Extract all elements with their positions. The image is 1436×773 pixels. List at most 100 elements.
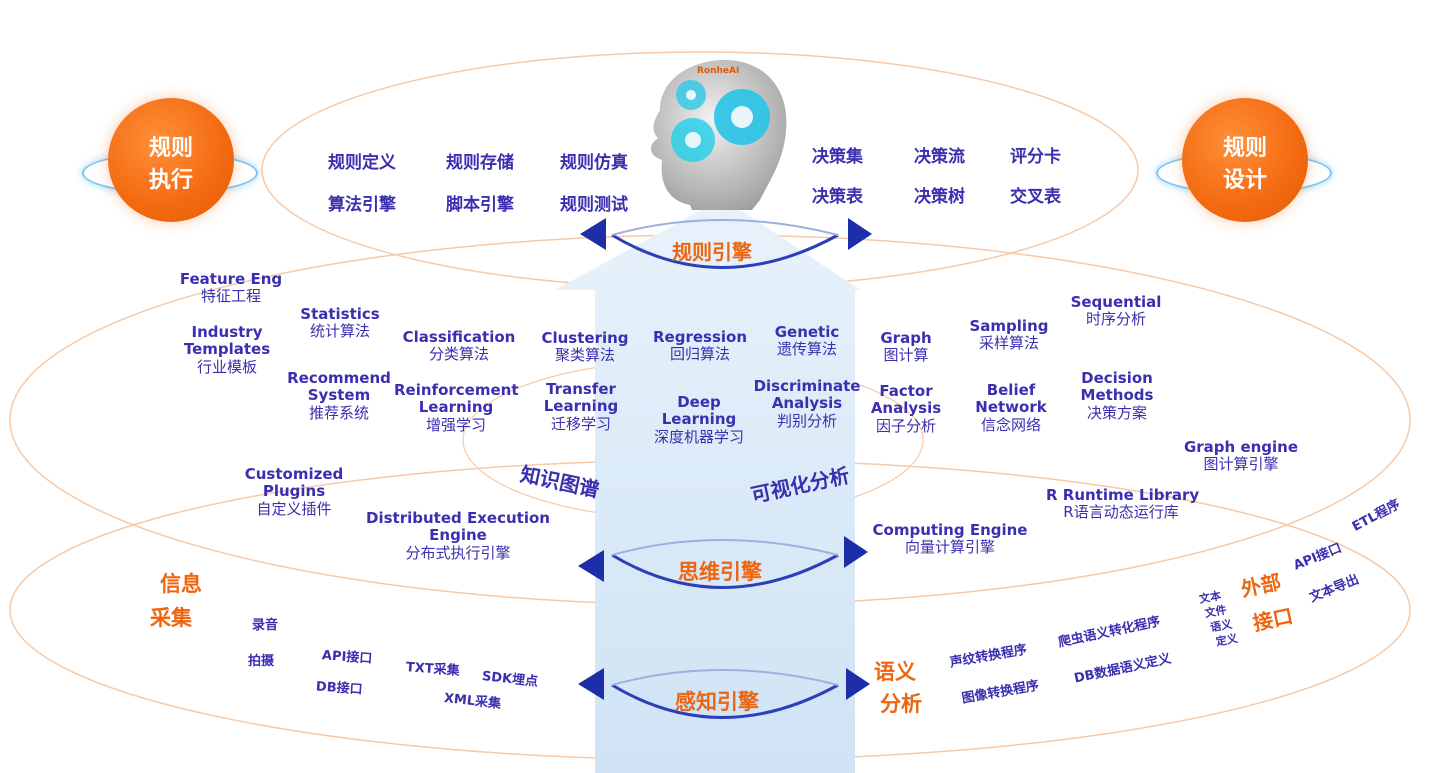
semantic-line2: 分析 [880,692,922,716]
perception-engine-swirl-top [611,669,839,686]
clustering-zh: 聚类算法 [554,346,615,365]
transfer-en2: Learning [543,397,619,416]
graph-en: Graph [880,329,932,347]
rule-design-badge: 规则 设计 [1182,98,1308,222]
decision-set: 决策集 [812,147,863,167]
collect-txt: TXT采集 [405,660,461,679]
rule-testing: 规则测试 [560,195,628,215]
custom-en2: Plugins [262,482,326,501]
collect-shooting: 拍摄 [248,654,275,669]
logo-text: RonheAI [697,66,740,76]
r-runtime-zh: R语言动态运行库 [1063,503,1179,522]
r-runtime-item: R Runtime Library R语言动态运行库 [1046,486,1200,522]
rule-execution-line1: 规则 [148,136,193,161]
factor-zh: 因子分析 [875,416,936,435]
industry-en1: Industry [191,323,263,341]
discriminate-zh: 判别分析 [776,411,837,430]
regression-zh: 回归算法 [669,345,730,364]
rule-simulation: 规则仿真 [560,153,628,173]
sequential-zh: 时序分析 [1085,310,1146,329]
clustering-item: Clustering 聚类算法 [538,329,632,365]
rule-execution-line2: 执行 [148,168,193,193]
reinforcement-en2: Learning [418,398,494,417]
feature-eng-zh: 特征工程 [200,287,261,306]
decision-zh: 决策方案 [1086,403,1147,422]
factor-en2: Analysis [870,399,942,418]
transfer-en1: Transfer [546,380,616,398]
industry-templates-item: Industry Templates 行业模板 [176,323,278,376]
genetic-en: Genetic [774,323,840,341]
discriminate-en1: Discriminate [753,377,861,395]
decision-tree: 决策树 [914,187,965,207]
graph-engine-item: Graph engine 图计算引擎 [1180,438,1302,474]
sampling-en: Sampling [969,317,1049,335]
statistics-zh: 统计算法 [309,322,370,341]
classification-en: Classification [402,328,516,346]
scorecard: 评分卡 [1010,147,1061,167]
distributed-zh: 分布式执行引擎 [405,543,511,562]
reinforcement-learning-item: Reinforcement Learning 增强学习 [394,381,519,434]
classification-zh: 分类算法 [428,345,489,364]
script-engine: 脚本引擎 [446,195,514,215]
transfer-learning-item: Transfer Learning 迁移学习 [538,380,624,433]
perception-engine-label: 感知引擎 [675,690,759,714]
regression-item: Regression 回归算法 [652,328,748,364]
rule-right-triangle [848,218,872,250]
rule-storage: 规则存储 [446,153,514,173]
deep-en2: Learning [661,410,737,429]
deep-learning-item: Deep Learning 深度机器学习 [646,393,752,446]
thinking-right-triangle [844,536,868,568]
recommend-en2: System [307,386,371,405]
recommend-system-item: Recommend System 推荐系统 [284,369,394,422]
rule-left-triangle [580,218,606,250]
belief-en1: Belief [986,381,1036,399]
thinking-engine-swirl-top [611,539,839,556]
recommend-zh: 推荐系统 [308,403,369,422]
classification-item: Classification 分类算法 [402,328,516,364]
thinking-left-triangle [578,550,604,582]
genetic-zh: 遗传算法 [776,340,837,359]
belief-network-item: Belief Network 信念网络 [968,381,1054,434]
thinking-engine-swirl [611,553,839,589]
belief-en2: Network [975,398,1047,417]
r-runtime-en: R Runtime Library [1046,486,1200,504]
discriminate-analysis-item: Discriminate Analysis 判别分析 [752,377,862,430]
statistics-item: Statistics 统计算法 [296,305,384,341]
regression-en: Regression [652,328,747,346]
deep-zh: 深度机器学习 [653,427,744,446]
belief-zh: 信念网络 [980,415,1041,434]
upward-arrow [555,198,860,773]
info-collect-line1: 信息 [160,572,202,596]
discriminate-en2: Analysis [771,394,843,413]
graph-item: Graph 图计算 [870,329,942,365]
decision-en1: Decision [1081,369,1153,387]
statistics-en: Statistics [300,305,380,323]
sampling-zh: 采样算法 [978,334,1039,353]
customized-plugins-item: Customized Plugins 自定义插件 [238,465,350,518]
decision-table: 决策表 [812,187,863,207]
perception-left-triangle [578,668,604,700]
feature-eng-en: Feature Eng [179,270,283,288]
info-collect-line2: 采集 [150,606,192,630]
computing-zh: 向量计算引擎 [904,538,995,557]
custom-zh: 自定义插件 [256,499,332,518]
head-icon [650,60,787,210]
reinforcement-en1: Reinforcement [394,381,519,399]
rule-engine-swirl [611,233,839,269]
sampling-item: Sampling 采样算法 [966,317,1052,353]
clustering-en: Clustering [541,329,629,347]
perception-engine-swirl [611,683,839,719]
recommend-en1: Recommend [287,369,391,387]
genetic-item: Genetic 遗传算法 [764,323,850,359]
deep-en1: Deep [677,393,721,411]
rule-engine-label: 规则引擎 [672,240,752,264]
computing-en: Computing Engine [872,521,1028,539]
industry-zh: 行业模板 [196,357,257,376]
decision-methods-item: Decision Methods 决策方案 [1074,369,1160,422]
rule-design-line2: 设计 [1222,168,1267,193]
thinking-engine-label: 思维引擎 [678,560,762,584]
rule-engine-swirl-top [611,219,839,236]
factor-en1: Factor [879,382,933,400]
sequential-item: Sequential 时序分析 [1068,293,1164,329]
